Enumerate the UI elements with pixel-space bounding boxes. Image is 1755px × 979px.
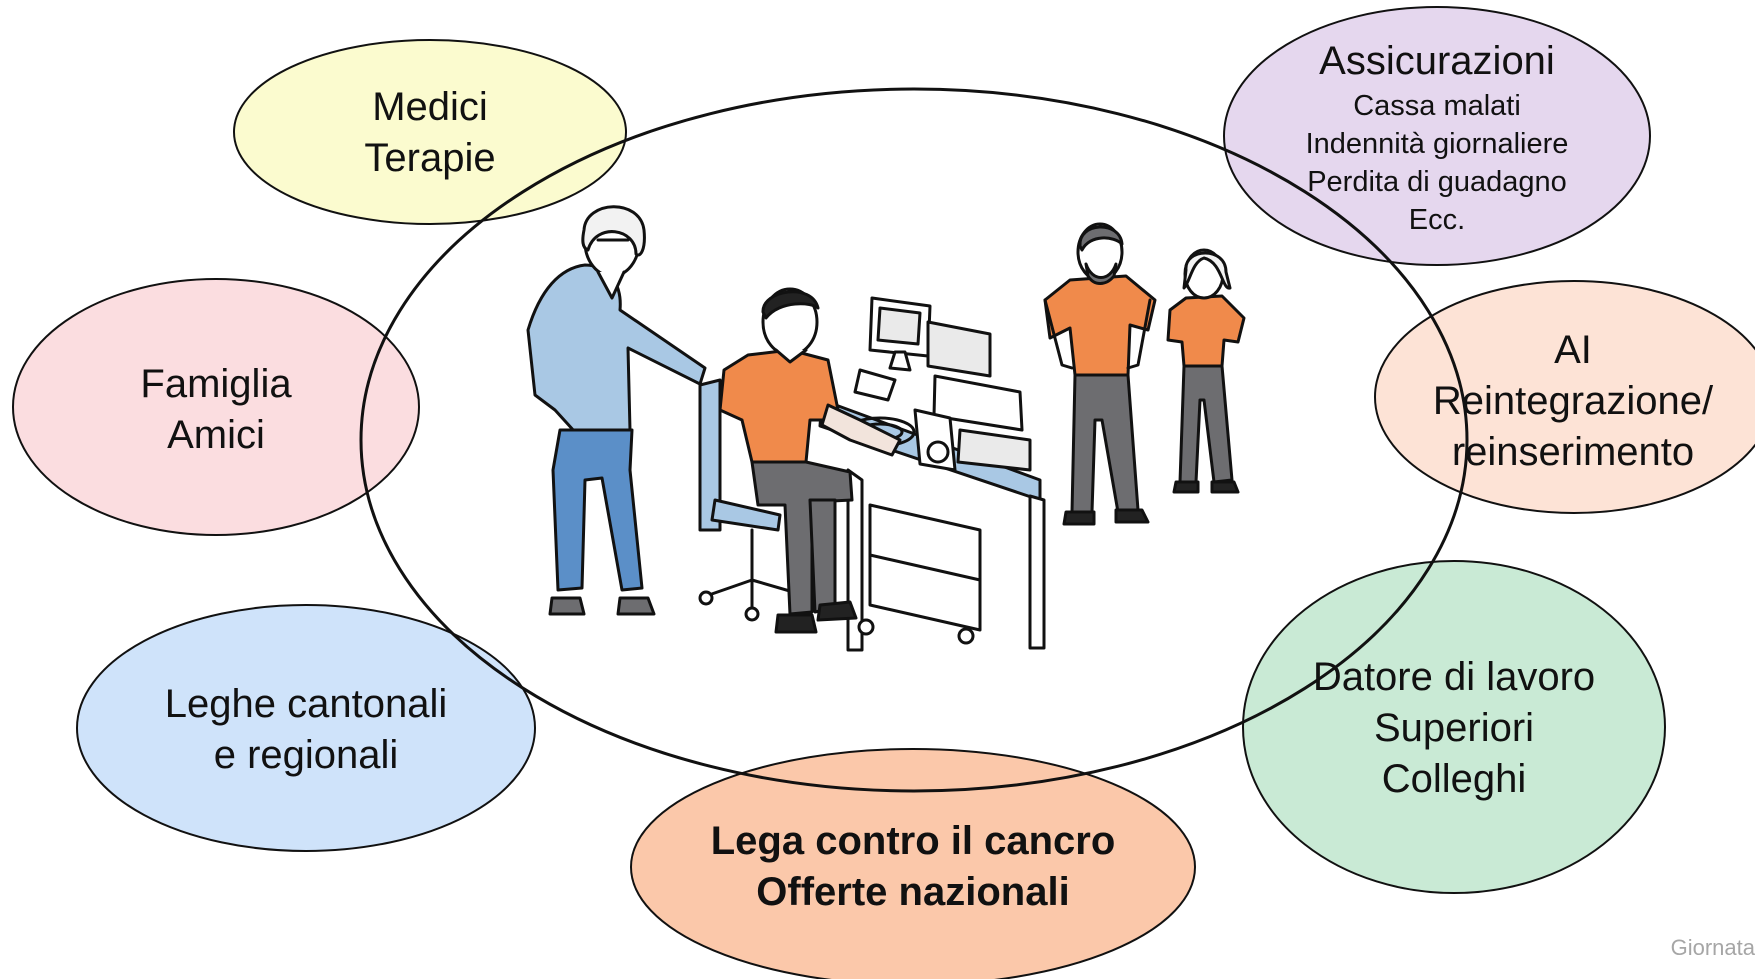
label-famiglia: Famiglia Amici [96,359,336,461]
label-leghe-line2: e regionali [213,733,399,777]
label-datore-line2: Superiori [1373,706,1535,750]
label-ai-line2: Reintegrazione/ [1432,379,1714,423]
seated-man-figure [698,287,902,634]
bubble-datore [1242,560,1666,894]
label-lega-nazionale-line1: Lega contro il cancro [710,819,1116,863]
bubble-assicurazioni [1223,6,1651,266]
label-leghe-line1: Leghe cantonali [164,682,448,726]
bubble-leghe [76,604,536,852]
label-medici: Medici Terapie [330,82,530,184]
bubble-lega-nazionale [630,748,1196,979]
label-assicurazioni: Assicurazioni Cassa malati Indennità gio… [1267,36,1607,239]
standing-woman-figure [1166,248,1246,494]
label-leghe: Leghe cantonali e regionali [126,679,486,781]
label-ai: AI Reintegrazione/ reinserimento [1403,325,1743,478]
label-lega-nazionale-line2: Offerte nazionali [756,870,1070,914]
standing-man-figure [1043,222,1157,526]
bubble-medici [233,39,627,225]
label-datore-line1: Datore di lavoro [1312,655,1596,699]
label-lega-nazionale: Lega contro il cancro Offerte nazionali [683,816,1143,918]
woman-figure [526,205,707,616]
label-ai-line3: reinserimento [1451,430,1695,474]
label-datore: Datore di lavoro Superiori Colleghi [1269,652,1639,805]
footer-text: Giornata [1670,935,1755,960]
label-medici-line1: Medici [372,85,488,129]
label-assicurazioni-item: Cassa malati [1353,90,1521,122]
bubble-ai [1374,280,1755,514]
bubble-famiglia [12,278,420,536]
label-assicurazioni-item: Indennità giornaliere [1305,128,1569,160]
label-assicurazioni-title: Assicurazioni [1319,39,1555,83]
label-famiglia-line1: Famiglia [140,362,292,406]
label-assicurazioni-item: Ecc. [1408,204,1466,236]
label-famiglia-line2: Amici [167,413,265,457]
desk-equipment [818,296,1046,652]
label-ai-line1: AI [1554,328,1592,372]
label-assicurazioni-item: Perdita di guadagno [1307,166,1567,198]
central-circle [359,87,1469,793]
workplace-illustration [526,205,1246,652]
label-datore-line3: Colleghi [1381,757,1527,801]
label-medici-line2: Terapie [364,136,496,180]
